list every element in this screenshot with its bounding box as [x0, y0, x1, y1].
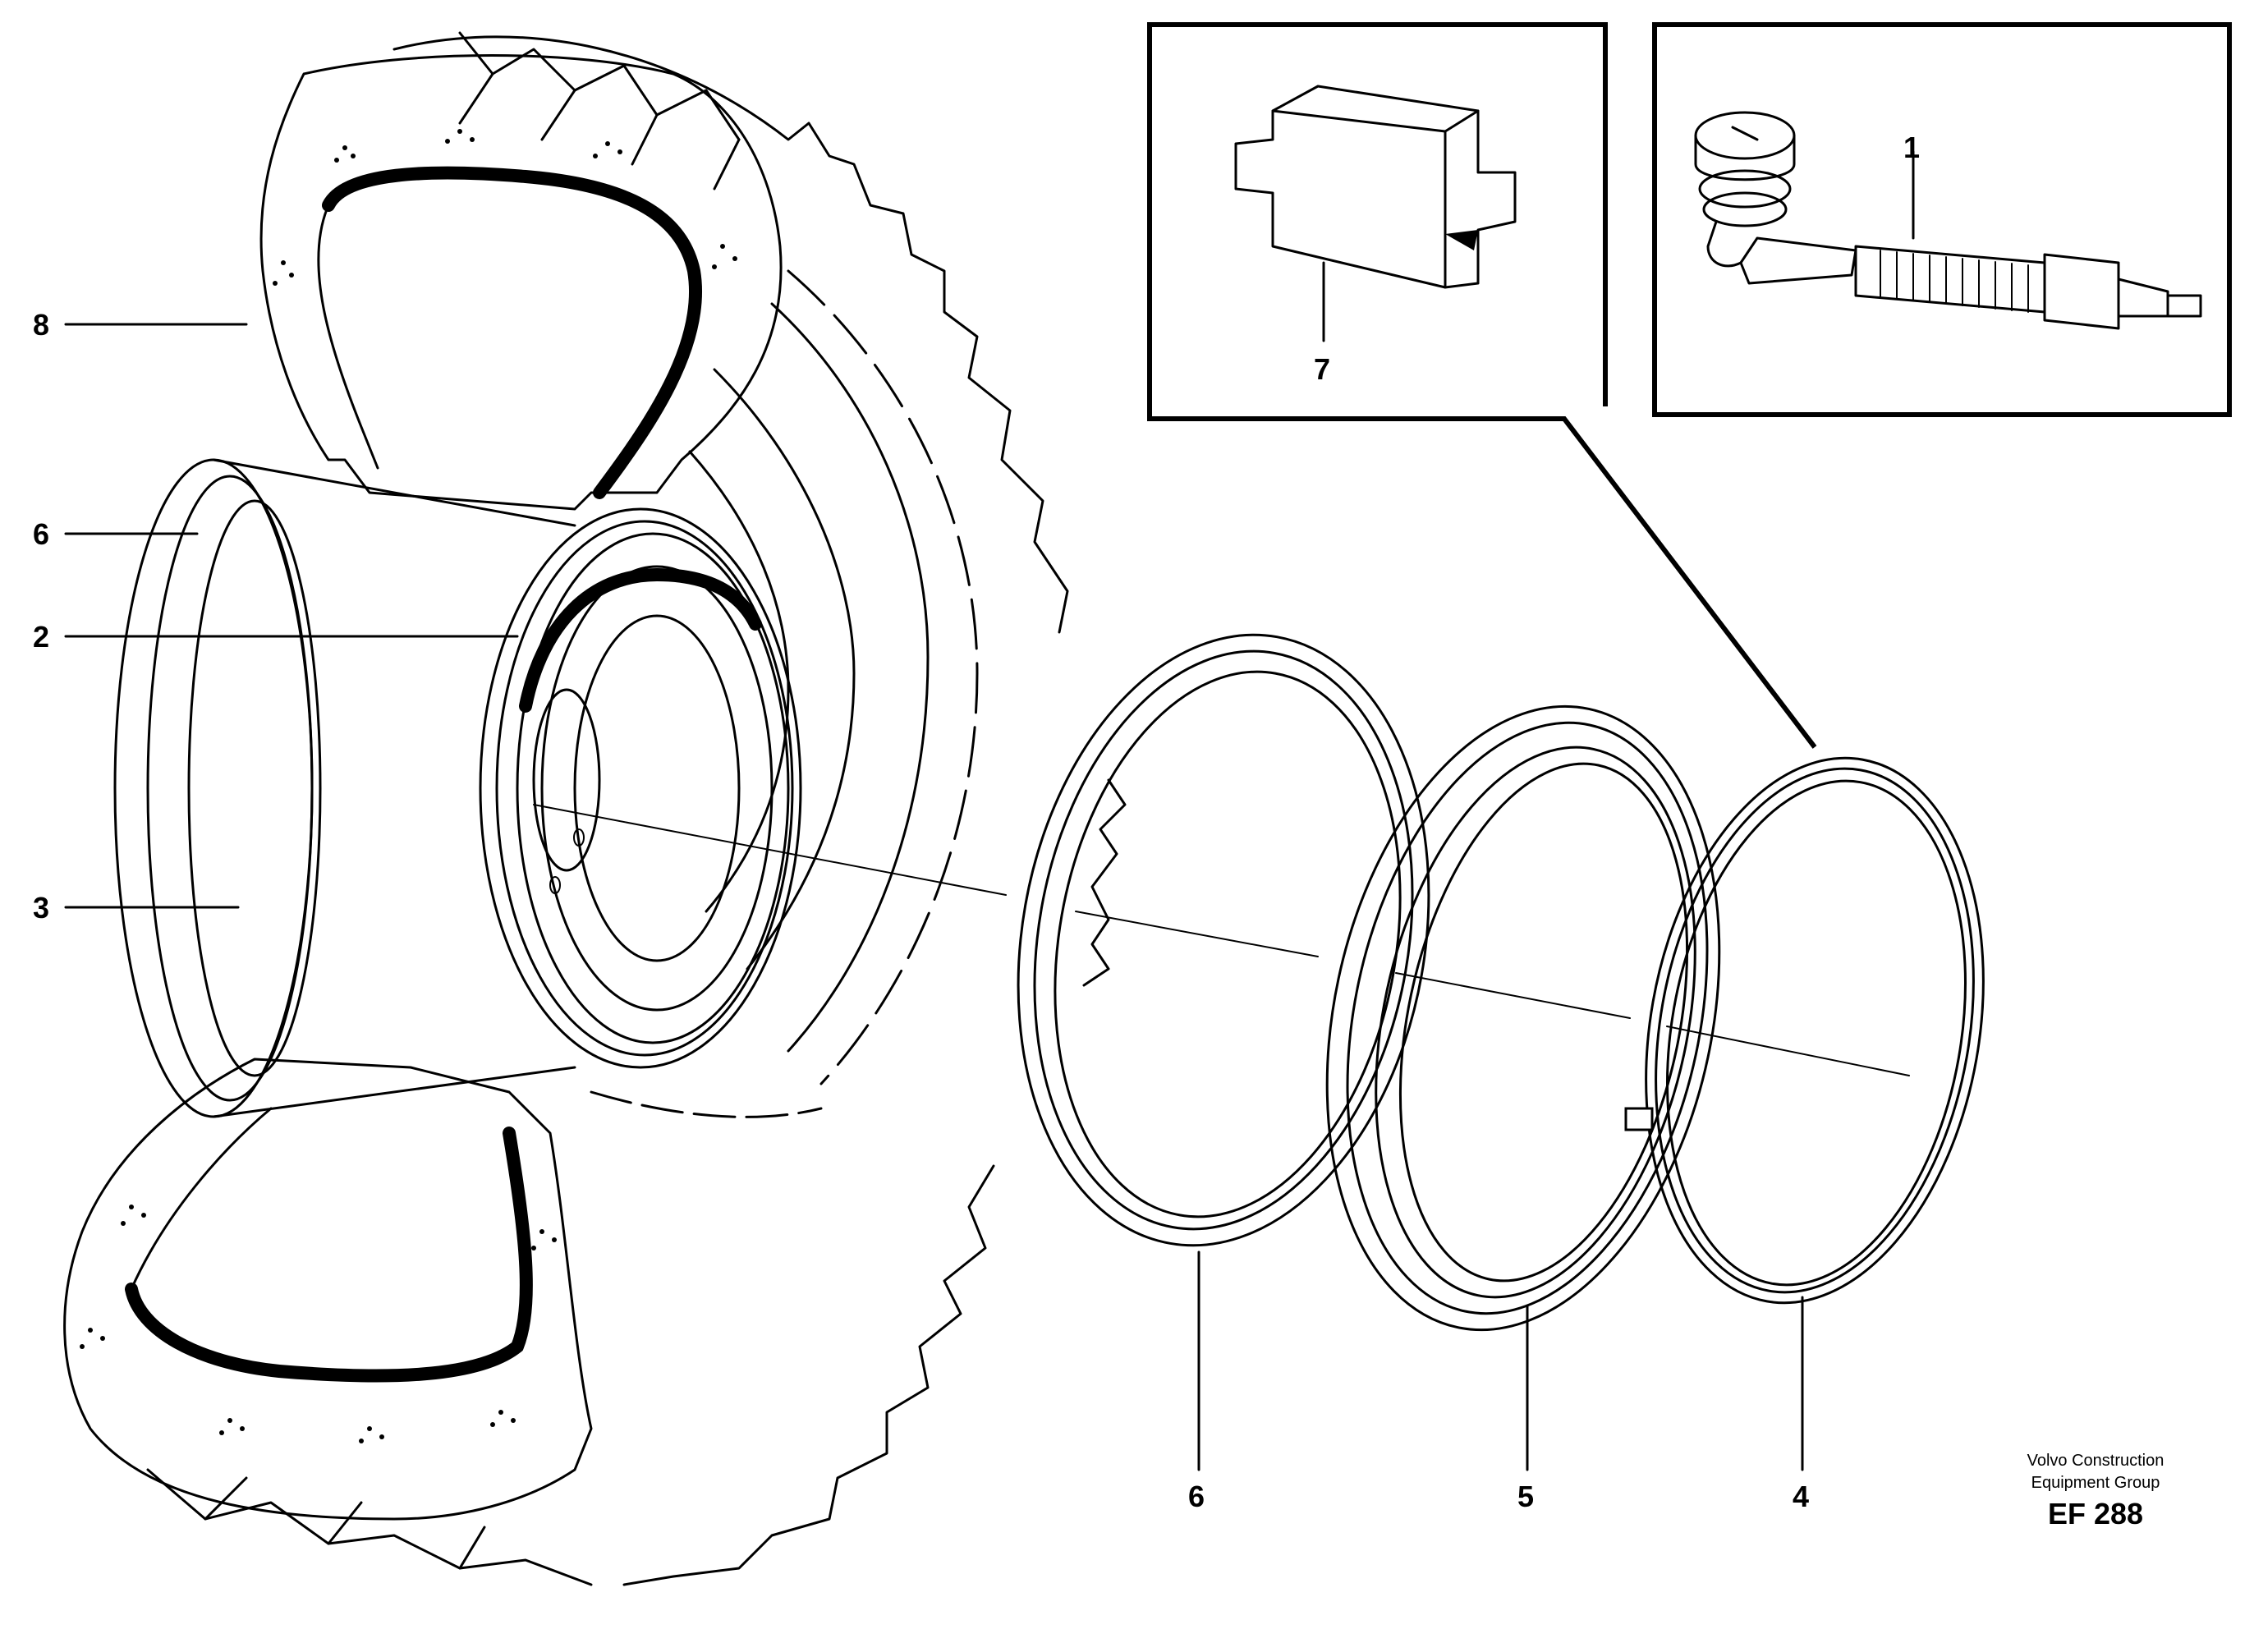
callout-1: 1 — [1903, 131, 1920, 164]
callout-5: 5 — [1517, 1480, 1534, 1513]
ring-5-flange — [1325, 704, 1721, 1332]
ring-6-bead-seat — [1017, 633, 1430, 1247]
callout-7: 7 — [1314, 352, 1330, 386]
lock-block-icon — [1234, 85, 1517, 289]
figure-id: EF 288 — [2048, 1497, 2143, 1530]
callout-3: 3 — [33, 891, 49, 925]
detail-box-1 — [1652, 22, 2232, 417]
callout-2: 2 — [33, 620, 49, 654]
callout-6-bottom: 6 — [1188, 1480, 1205, 1513]
callout-8: 8 — [33, 308, 49, 342]
valve-icon — [1694, 111, 2202, 330]
rim — [113, 458, 802, 1118]
assembly-axis — [533, 804, 1910, 1076]
callout-6-left: 6 — [33, 517, 49, 551]
tire — [63, 31, 1069, 1586]
leader-lines — [64, 323, 1804, 1471]
callout-4: 4 — [1793, 1480, 1809, 1513]
tire-texture — [80, 129, 737, 1443]
detail-box-7 — [1147, 22, 1817, 749]
ring-4-lock-ring — [1624, 756, 1985, 1305]
credit-line-1: Volvo Construction — [2027, 1452, 2164, 1470]
credit-line-2: Equipment Group — [2031, 1474, 2160, 1492]
